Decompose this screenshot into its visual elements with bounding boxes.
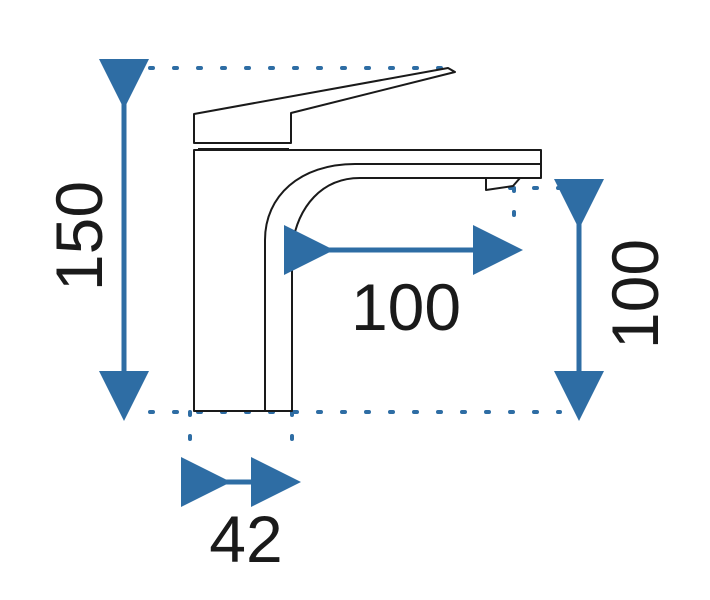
height-150-label: 150 — [42, 181, 116, 291]
height-100-label: 100 — [598, 239, 672, 349]
faucet-handle — [193, 67, 456, 144]
width-42-label: 42 — [209, 502, 282, 576]
guide-lines — [148, 66, 562, 458]
dimension-arrows — [99, 59, 604, 507]
faucet-aerator — [485, 177, 521, 191]
faucet-outline — [193, 67, 542, 412]
faucet-inner-curve — [264, 163, 541, 411]
reach-100-label: 100 — [351, 270, 461, 344]
